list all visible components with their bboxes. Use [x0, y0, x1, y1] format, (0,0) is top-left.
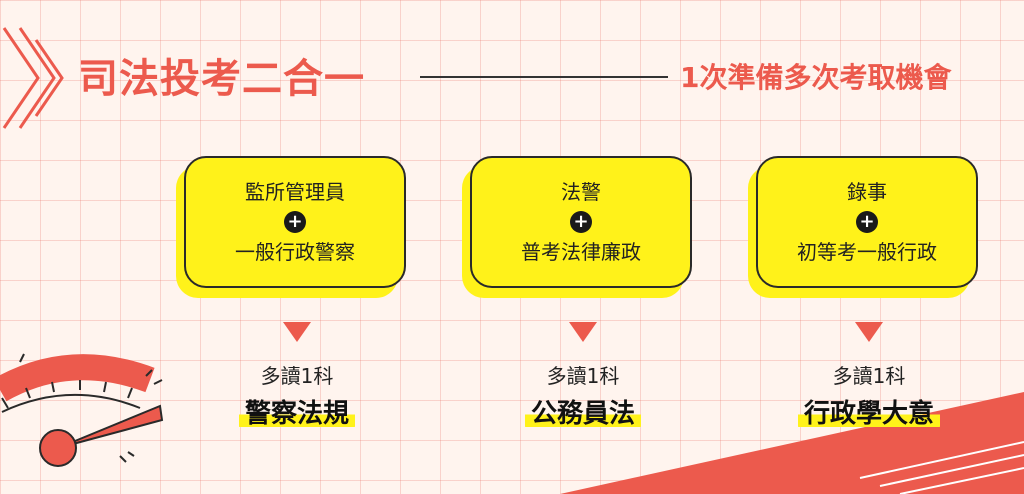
chevron-right-icon — [2, 27, 64, 129]
plus-icon: + — [284, 211, 306, 233]
exam-card-2: 法警 + 普考法律廉政 — [462, 156, 692, 298]
extra-subject-label: 多讀1科 — [546, 364, 620, 388]
down-triangle-icon — [569, 322, 597, 342]
card-face: 錄事 + 初等考一般行政 — [756, 156, 978, 288]
page-title: 司法投考二合一 — [78, 56, 365, 102]
speedometer-icon — [0, 353, 164, 467]
extra-subject-2: 多讀1科 公務員法 — [483, 360, 683, 430]
plus-icon: + — [856, 211, 878, 233]
page-tagline: 1次準備多次考取機會 — [680, 61, 952, 94]
card-line-1: 法警 — [561, 180, 601, 204]
card-line-2: 普考法律廉政 — [521, 240, 641, 264]
extra-subject-1: 多讀1科 警察法規 — [197, 360, 397, 430]
card-line-2: 初等考一般行政 — [797, 240, 937, 264]
extra-subject-name: 行政學大意 — [797, 393, 940, 430]
card-line-2: 一般行政警察 — [235, 240, 355, 264]
down-triangle-icon — [283, 322, 311, 342]
card-face: 法警 + 普考法律廉政 — [470, 156, 692, 288]
exam-card-1: 監所管理員 + 一般行政警察 — [176, 156, 406, 298]
title-divider — [420, 76, 668, 78]
card-line-1: 監所管理員 — [245, 180, 345, 204]
extra-subject-label: 多讀1科 — [260, 364, 334, 388]
extra-subject-3: 多讀1科 行政學大意 — [769, 360, 969, 430]
card-line-1: 錄事 — [847, 180, 887, 204]
exam-card-3: 錄事 + 初等考一般行政 — [748, 156, 978, 298]
plus-icon: + — [570, 211, 592, 233]
down-triangle-icon — [855, 322, 883, 342]
extra-subject-label: 多讀1科 — [832, 364, 906, 388]
card-face: 監所管理員 + 一般行政警察 — [184, 156, 406, 288]
extra-subject-name: 警察法規 — [238, 393, 355, 430]
extra-subject-name: 公務員法 — [524, 393, 641, 430]
